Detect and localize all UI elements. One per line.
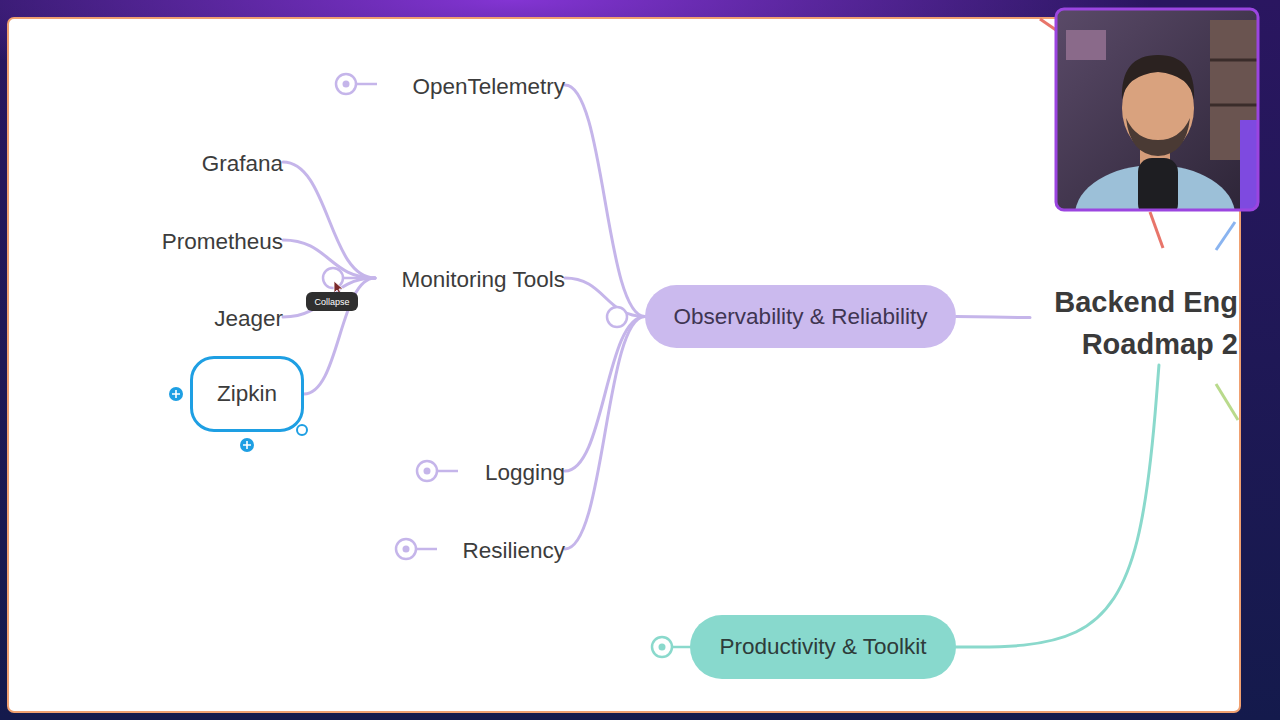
collapse-toggle: [607, 307, 627, 327]
topic-text: Grafana: [150, 147, 283, 177]
toggle-stem: [672, 646, 691, 649]
branch-connector: [304, 278, 375, 394]
tooltip: Collapse: [306, 292, 358, 311]
collapse-toggle: [336, 74, 356, 94]
branch-pill: Observability & Reliability: [645, 285, 956, 348]
collapse-toggle: [652, 637, 672, 657]
toggle-dot: [403, 546, 410, 553]
webcam-frame: [1056, 9, 1258, 210]
branch-stub: [1150, 212, 1163, 248]
webcam-feed: [1056, 9, 1258, 210]
toggle-stem: [437, 470, 458, 473]
toggle-dot: [343, 81, 350, 88]
node-text: Resiliency: [462, 538, 565, 564]
shelf: [1210, 104, 1258, 107]
add-handle: [169, 387, 183, 401]
node-text: Backend Eng Roadmap 2: [1030, 281, 1238, 365]
node-text: Prometheus: [162, 229, 283, 255]
collapse-toggle: [323, 268, 343, 288]
branch-stub: [1040, 19, 1056, 30]
node-text: Zipkin: [217, 381, 277, 407]
branch-connector: [565, 317, 645, 550]
node-text: OpenTelemetry: [412, 74, 565, 100]
branch-connector: [565, 278, 645, 317]
selected-topic: Zipkin: [190, 356, 304, 432]
node-text: Grafana: [202, 151, 283, 177]
node-text: Observability & Reliability: [674, 304, 928, 330]
topic-text: Monitoring Tools: [375, 263, 565, 293]
plus-symbol: [172, 390, 180, 398]
light-strip: [1240, 120, 1258, 210]
collapse-toggle: [396, 539, 416, 559]
topic-text: Prometheus: [140, 225, 283, 255]
toggle-dot: [659, 644, 666, 651]
branch-connector: [565, 85, 645, 317]
topic-text: Jeager: [150, 302, 283, 332]
node-text: Jeager: [214, 306, 283, 332]
branch-connector: [565, 317, 645, 472]
branch-pill: Productivity & Toolkit: [690, 615, 956, 679]
topic-text: Resiliency: [430, 534, 565, 564]
toggle-stem: [416, 548, 437, 551]
collapse-toggle: [417, 461, 437, 481]
node-text: Productivity & Toolkit: [719, 634, 926, 660]
topic-text: OpenTelemetry: [383, 70, 565, 100]
node-text: Monitoring Tools: [402, 267, 565, 293]
topic-text: Logging: [440, 456, 565, 486]
node-text: Logging: [485, 460, 565, 486]
hair: [1122, 55, 1194, 100]
root-topic: Backend Eng Roadmap 2: [1030, 270, 1238, 365]
branch-connector: [956, 365, 1159, 647]
resize-handle: [297, 425, 307, 435]
toggle-stem: [343, 277, 376, 280]
branch-stub: [1216, 384, 1238, 420]
branch-connector: [956, 317, 1030, 318]
microphone: [1138, 158, 1178, 210]
branch-stub: [1216, 222, 1235, 250]
toggle-dot: [424, 468, 431, 475]
wall-decor: [1066, 30, 1106, 60]
plus-symbol: [243, 441, 251, 449]
toggle-stem: [356, 83, 377, 86]
branch-connector: [283, 162, 375, 278]
add-handle: [240, 438, 254, 452]
shelf: [1210, 59, 1258, 62]
beard: [1126, 118, 1190, 156]
